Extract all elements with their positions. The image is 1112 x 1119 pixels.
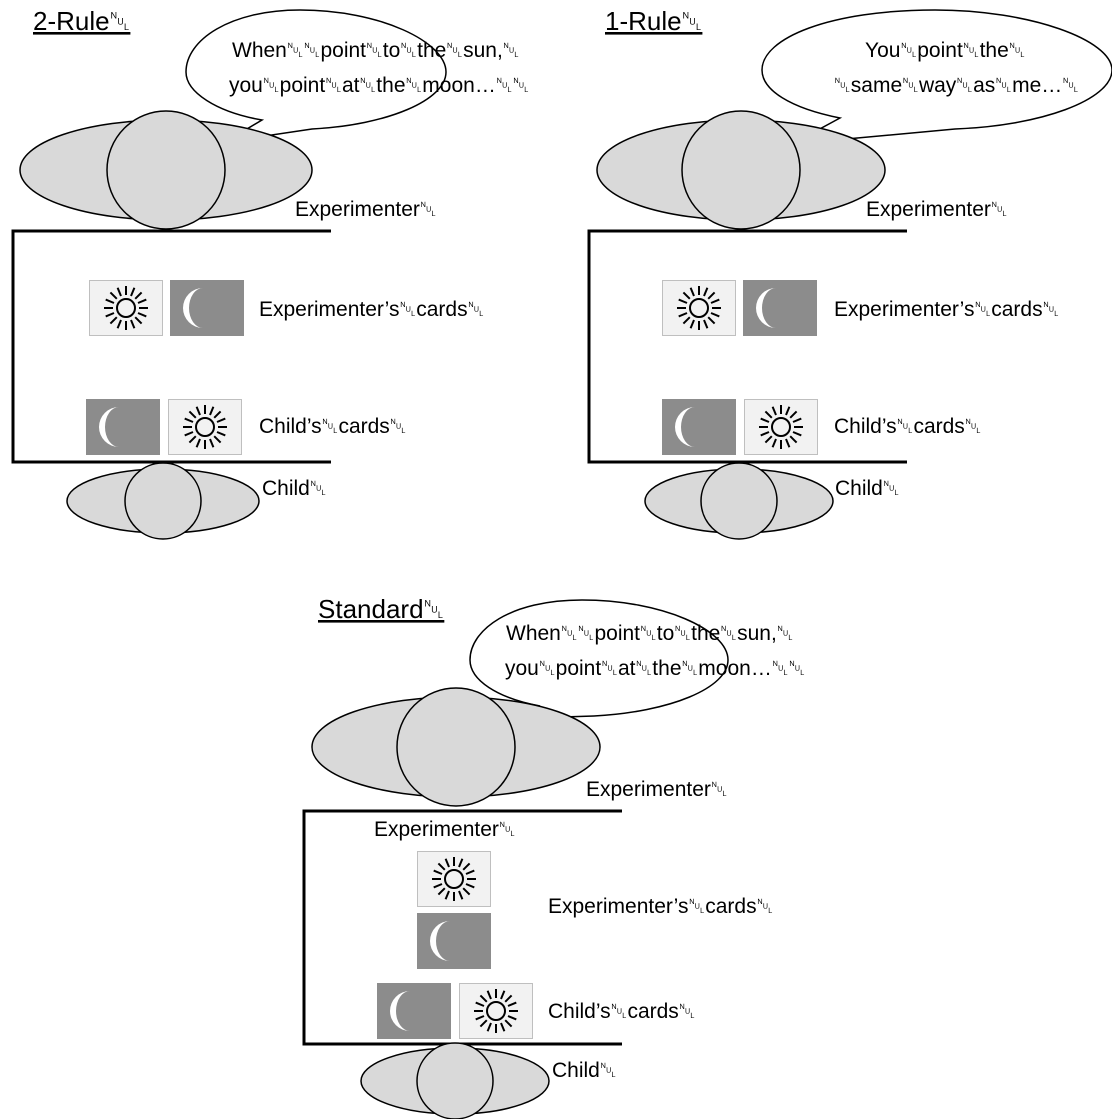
child-cards-label: Child’s␀cards␀	[548, 1000, 696, 1023]
sun-card	[168, 399, 242, 455]
speech-line-1: You␀point␀the␀	[865, 39, 1026, 62]
panel-title: 2-Rule␀	[33, 6, 130, 36]
table-outline	[11, 229, 331, 464]
experimenter-figure	[596, 110, 886, 230]
speech-line-1: When␀␀point␀to␀the␀sun,␀	[506, 622, 794, 645]
child-label: Child␀	[262, 477, 327, 500]
experimenter-figure	[19, 110, 313, 230]
speech-line-2: you␀point␀at␀the␀moon…␀␀	[505, 657, 805, 680]
experimenter-cards-label: Experimenter’s␀cards␀	[259, 298, 484, 321]
speech-bubble: You␀point␀the␀ ␀same␀way␀as␀me…␀	[761, 9, 1112, 145]
sun-card	[459, 983, 533, 1039]
child-label: Child␀	[835, 477, 900, 500]
moon-card	[170, 280, 244, 336]
child-figure	[66, 462, 260, 540]
moon-card	[662, 399, 736, 455]
panel-standard: Standard␀ When␀␀point␀to␀the␀sun,␀ you␀p…	[302, 594, 805, 1119]
child-figure	[644, 462, 834, 540]
experimenter-label: Experimenter␀	[586, 778, 728, 801]
speech-bubble: When␀␀point␀to␀the␀sun,␀ you␀point␀at␀th…	[469, 599, 805, 720]
experimenter-label: Experimenter␀	[866, 198, 1008, 221]
moon-card	[417, 913, 491, 969]
sun-card	[744, 399, 818, 455]
sun-card	[89, 280, 163, 336]
panel-title: Standard␀	[318, 594, 444, 624]
panel-two-rule: 2-Rule␀ When␀␀point␀to␀the␀sun,␀ you␀poi…	[11, 6, 529, 540]
child-cards-label: Child’s␀cards␀	[259, 415, 407, 438]
moon-card	[377, 983, 451, 1039]
panel-one-rule: 1-Rule␀ You␀point␀the␀ ␀same␀way␀as␀me…␀…	[587, 6, 1112, 540]
table-top-label: Experimenter␀	[374, 818, 516, 841]
experimenter-cards-label: Experimenter’s␀cards␀	[834, 298, 1059, 321]
speech-bubble: When␀␀point␀to␀the␀sun,␀ you␀point␀at␀th…	[185, 9, 529, 143]
moon-card	[86, 399, 160, 455]
experimenter-label: Experimenter␀	[295, 198, 437, 221]
child-cards-label: Child’s␀cards␀	[834, 415, 982, 438]
panel-title: 1-Rule␀	[605, 6, 702, 36]
speech-line-2: ␀same␀way␀as␀me…␀	[834, 74, 1079, 97]
sun-card	[662, 280, 736, 336]
speech-line-1: When␀␀point␀to␀the␀sun,␀	[232, 39, 520, 62]
child-label: Child␀	[552, 1059, 617, 1082]
speech-line-2: you␀point␀at␀the␀moon…␀␀	[229, 74, 529, 97]
sun-card	[417, 851, 491, 907]
experimenter-figure	[311, 687, 601, 807]
table-outline	[587, 229, 907, 464]
moon-card	[743, 280, 817, 336]
experimenter-cards-label: Experimenter’s␀cards␀	[548, 895, 773, 918]
child-figure	[360, 1042, 550, 1119]
